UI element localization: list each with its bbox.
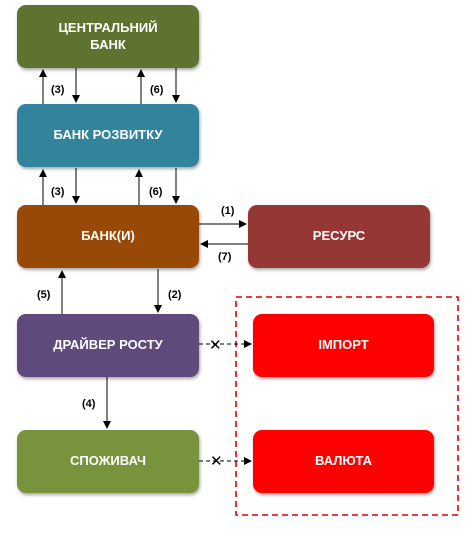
node-banks: БАНК(И)	[17, 205, 199, 268]
blocked-currency-mark: ✕	[210, 453, 223, 470]
edge-label-7: (7)	[218, 251, 232, 263]
edge-label-3-mid: (3)	[51, 186, 65, 198]
edge-label-2: (2)	[168, 289, 182, 301]
node-growth-driver: ДРАЙВЕР РОСТУ	[17, 314, 199, 377]
node-consumer-label: СПОЖИВАЧ	[69, 453, 147, 469]
node-import-label: ІМПОРТ	[318, 337, 369, 353]
node-currency-label: ВАЛЮТА	[314, 453, 372, 469]
node-resource-label: РЕСУРС	[312, 228, 366, 244]
node-development-bank-label: БАНК РОЗВИТКУ	[53, 127, 163, 143]
edge-label-6-mid: (6)	[149, 186, 163, 198]
edge-label-6-top: (6)	[150, 84, 164, 96]
edge-label-1: (1)	[221, 205, 235, 217]
node-growth-driver-label: ДРАЙВЕР РОСТУ	[53, 337, 163, 353]
node-consumer: СПОЖИВАЧ	[17, 430, 199, 493]
node-development-bank: БАНК РОЗВИТКУ	[17, 104, 199, 167]
edge-label-4: (4)	[82, 398, 96, 410]
blocked-import-mark: ✕	[209, 337, 222, 354]
node-resource: РЕСУРС	[248, 205, 430, 268]
edge-label-3-top: (3)	[51, 84, 65, 96]
node-central-bank: ЦЕНТРАЛЬНИЙ БАНК	[17, 5, 199, 68]
node-central-bank-label: ЦЕНТРАЛЬНИЙ БАНК	[58, 20, 158, 52]
node-banks-label: БАНК(И)	[81, 228, 135, 244]
edge-label-5: (5)	[37, 289, 51, 301]
dashed-frame	[235, 296, 459, 516]
node-import: ІМПОРТ	[253, 314, 434, 377]
node-currency: ВАЛЮТА	[253, 430, 434, 493]
